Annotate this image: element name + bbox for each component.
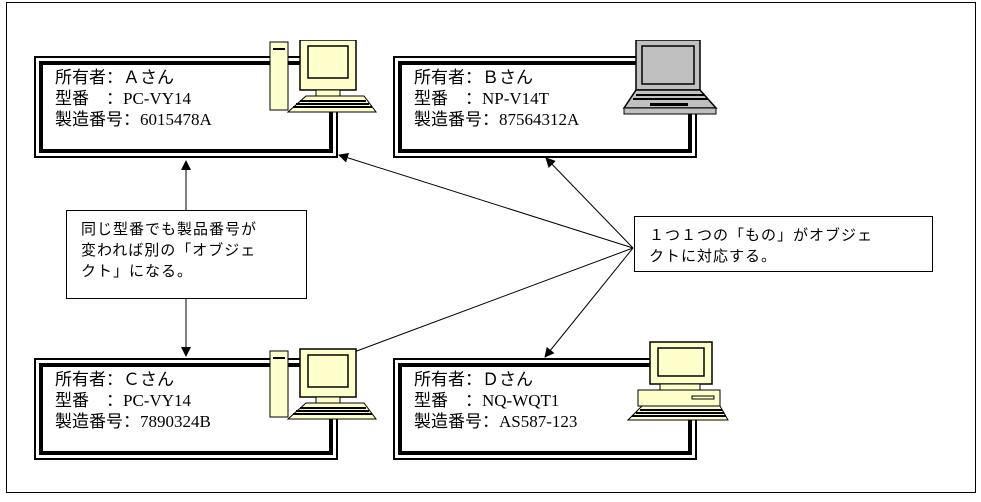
owner-label: 所有者：Ｄさん	[414, 370, 533, 389]
owner-label: 所有者：Ａさん	[55, 68, 174, 87]
note-same-model-text: 同じ型番でも製品番号が 変われば別の「オブジェ クト」になる。	[81, 220, 258, 280]
arrow-to-pc-c	[337, 247, 634, 360]
note-one-to-one: １つ１つの「もの」がオブジェ クトに対応する。	[634, 216, 933, 272]
note-one-to-one-text: １つ１つの「もの」がオブジェ クトに対応する。	[649, 226, 874, 265]
owner-label: 所有者：Ｂさん	[414, 68, 533, 87]
model-label: 型番 ：PC-VY14	[55, 89, 192, 108]
owner-label: 所有者：Ｃさん	[55, 370, 174, 389]
desktop-tower-pc-icon	[269, 348, 377, 420]
desktop-pc-icon	[626, 341, 729, 421]
laptop-icon	[622, 40, 718, 115]
model-label: 型番 ：NQ-WQT1	[414, 391, 560, 410]
desktop-tower-pc-icon	[269, 40, 377, 113]
arrow-to-box-b	[545, 157, 634, 249]
model-label: 型番 ：NP-V14T	[414, 89, 550, 108]
serial-label: 製造番号：87564312A	[414, 110, 580, 129]
object-box-d: 所有者：Ｄさん 型番 ：NQ-WQT1 製造番号：AS587-123	[393, 358, 697, 460]
note-same-model: 同じ型番でも製品番号が 変われば別の「オブジェ クト」になる。	[66, 210, 307, 299]
serial-label: 製造番号：7890324B	[55, 412, 211, 431]
model-label: 型番 ：PC-VY14	[55, 391, 192, 410]
arrow-to-box-a-corner	[338, 152, 634, 249]
serial-label: 製造番号：AS587-123	[414, 412, 578, 431]
serial-label: 製造番号：6015478A	[55, 110, 212, 129]
object-box-a: 所有者：Ａさん 型番 ：PC-VY14 製造番号：6015478A	[34, 56, 338, 158]
diagram-frame	[6, 2, 976, 493]
arrow-to-box-d	[544, 247, 634, 358]
